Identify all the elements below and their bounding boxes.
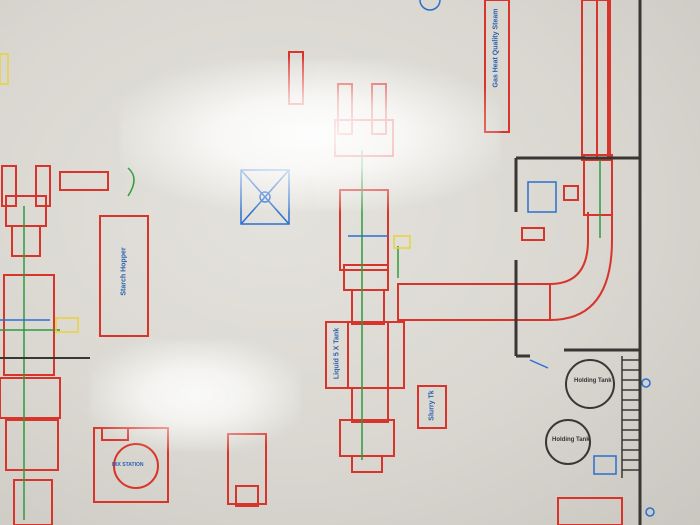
yellow-tag [393, 235, 411, 249]
left-equip [35, 165, 51, 207]
center-equip [387, 321, 405, 389]
mix-station-label: MIX STATION [112, 462, 144, 468]
bottom-right-equip [557, 497, 623, 525]
holding-tank-1 [565, 359, 615, 409]
slurry-label: Slurry Tk [428, 390, 436, 421]
conveyor [59, 171, 109, 191]
horizontal-duct [397, 283, 551, 321]
bottom-equip [227, 433, 267, 505]
center-equip [339, 189, 389, 271]
bottom-equip [235, 485, 259, 507]
center-equip [351, 387, 389, 423]
duct-elbow [549, 212, 589, 285]
left-equip [0, 377, 61, 419]
yellow-tag [0, 53, 9, 85]
center-equip [343, 264, 389, 291]
center-equip [347, 321, 389, 389]
center-equip [334, 119, 394, 157]
liquid-tank-label: Liquid 5 X Tank [333, 327, 341, 380]
gas-heat-label: Gas Heat Quality Steam [492, 8, 500, 88]
left-equip [13, 479, 53, 525]
duct-entry [583, 154, 613, 216]
blue-equip [527, 181, 557, 213]
blue-circle [419, 0, 441, 11]
small-equip [521, 227, 545, 241]
blue-dot [645, 507, 655, 517]
yellow-tag [55, 317, 79, 333]
left-equip [11, 225, 41, 257]
center-equip [339, 419, 395, 457]
holding-tank-1-label: Holding Tank [574, 378, 612, 384]
duct-elbow [549, 212, 613, 321]
starch-hopper [99, 215, 149, 337]
small-equip [563, 185, 579, 201]
holding-tank-2 [545, 419, 591, 465]
slurry-tank [417, 385, 447, 429]
holding-tank-2-label: Holding Tank [552, 437, 590, 443]
green-arc [127, 167, 135, 197]
equipment-frame [288, 51, 304, 105]
left-equip [5, 195, 47, 227]
blue-line [529, 359, 549, 369]
hopper-label: Starch Hopper [120, 247, 128, 296]
blue-equip [593, 455, 617, 475]
center-equip [337, 83, 353, 135]
center-equip [371, 83, 387, 135]
blue-dot [641, 378, 651, 388]
left-equip [1, 165, 17, 207]
left-equip [5, 419, 59, 471]
mixer-part [101, 427, 129, 441]
stairs [621, 356, 640, 478]
center-equip [351, 289, 385, 325]
vertical-duct-inner [596, 0, 609, 161]
left-equip [3, 274, 55, 376]
center-equip [351, 455, 383, 473]
